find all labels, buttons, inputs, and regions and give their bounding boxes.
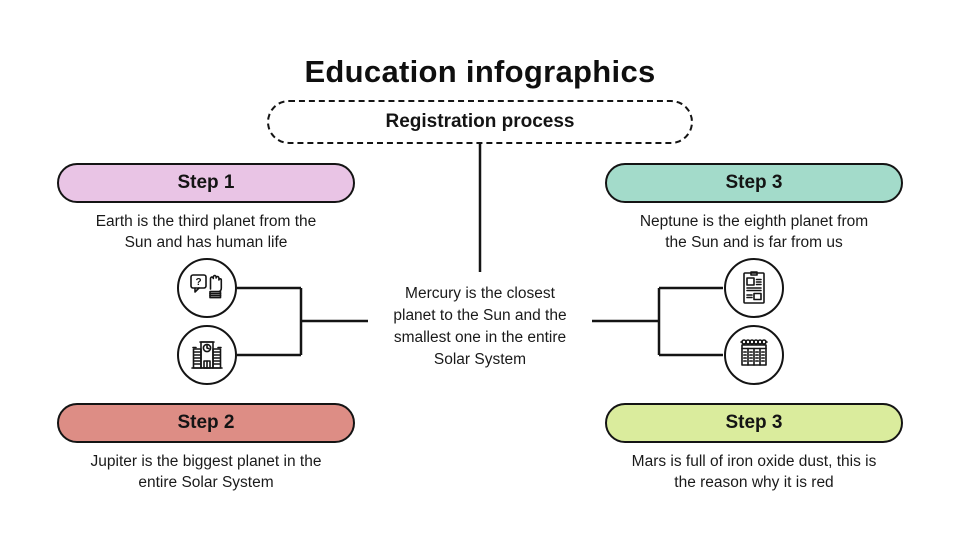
raise-hand-question-icon: ? — [190, 274, 223, 299]
step-3-bottom-label: Step 3 — [725, 412, 783, 433]
step-3-top-pill: Step 3 — [605, 163, 903, 203]
subtitle-pill: Registration process — [267, 100, 693, 144]
spiral-planner-grid-icon — [740, 339, 768, 366]
school-building-clock-icon — [191, 341, 223, 369]
center-note: Mercury is the closest planet to the Sun… — [393, 285, 567, 368]
step-1-label: Step 1 — [177, 172, 235, 193]
page-title: Education infographics — [304, 54, 656, 89]
step-3-top-label: Step 3 — [725, 172, 783, 193]
question-mark-glyph: ? — [195, 277, 201, 288]
step-3-top-description: Neptune is the eighth planet from the Su… — [639, 213, 869, 251]
step-2-pill: Step 2 — [57, 403, 355, 443]
step-2-label: Step 2 — [177, 412, 235, 433]
step-3-bottom-description: Mars is full of iron oxide dust, this is… — [631, 453, 877, 491]
subtitle-label: Registration process — [385, 111, 575, 132]
step-2-description: Jupiter is the biggest planet in the ent… — [90, 453, 322, 491]
document-article-icon — [743, 271, 765, 304]
icon-circle-top-right — [724, 258, 784, 318]
step-1-pill: Step 1 — [57, 163, 355, 203]
step-3-bottom-pill: Step 3 — [605, 403, 903, 443]
icon-circle-top-left: ? — [177, 258, 237, 318]
icon-circle-bottom-right — [724, 325, 784, 385]
icon-circle-bottom-left — [177, 325, 237, 385]
step-1-description: Earth is the third planet from the Sun a… — [95, 213, 317, 251]
